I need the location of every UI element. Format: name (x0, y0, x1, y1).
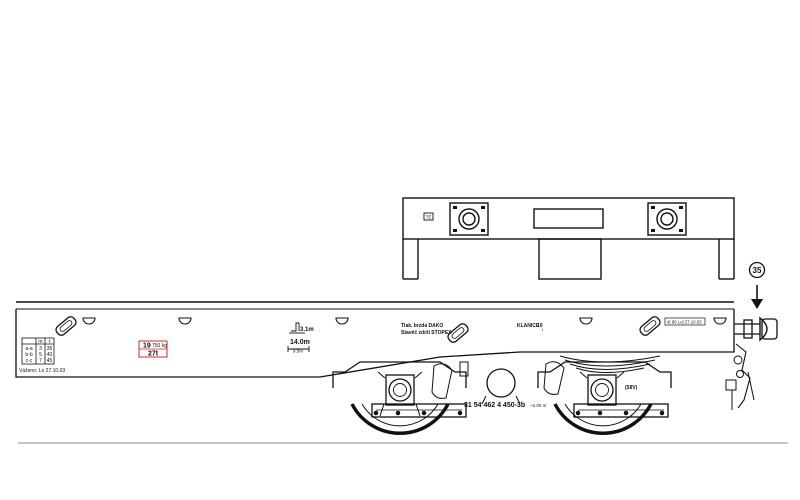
callout-circle (748, 261, 766, 279)
load-table-row: 7 (39, 358, 42, 364)
brake-cylinder (486, 368, 516, 398)
tare-weight-rest: 750 kg (152, 343, 167, 349)
load-table-row: 40 (47, 352, 53, 358)
load-table-caption: Váženo: Lo 27.10.03 (19, 368, 65, 374)
tare-weight-big: 19 (143, 343, 151, 350)
dim-sub: 9.3m (293, 349, 303, 354)
load-table-row: b-b (25, 352, 32, 358)
callout-marker (748, 261, 766, 309)
callout-arrow-head (751, 299, 763, 309)
load-table-row: 45 (47, 358, 53, 364)
buffer-head (759, 316, 768, 342)
dim-length: 14.0m (290, 339, 310, 346)
end-view-coupler-box (538, 238, 602, 280)
bogie-front (332, 361, 469, 436)
load-table-row: c-c (26, 358, 33, 364)
load-table-row: 3 (39, 346, 42, 352)
load-table-row: 35 (47, 346, 53, 352)
lashing-ring-left (55, 316, 77, 336)
lashing-ring-mid (447, 323, 469, 343)
klanice-label: KLANICE (517, 323, 540, 329)
lashing-ring-right (639, 316, 661, 336)
tare-code: 27t (148, 351, 159, 358)
bogie-side-frame-front (371, 403, 467, 418)
operator-note-line2: Stavěč zdrží STOPEX (401, 330, 452, 336)
end-view-center-plate (533, 208, 604, 229)
load-table-row: 5 (39, 352, 42, 358)
wagon-number: 31 54 462 4 450-3b (464, 402, 525, 409)
revision-box (664, 317, 706, 326)
operator-note-line1: Tlak. brzda DAKO (401, 323, 443, 329)
revision-box-text: 4| 80 Lo| 27.10.03 (667, 320, 702, 325)
dim-height: 3.1m (300, 327, 314, 333)
wheel-front-1 (350, 403, 450, 436)
bogie-rear (537, 355, 672, 436)
tare-box (138, 340, 168, 358)
leaf-spring (559, 355, 661, 373)
end-buffer-assembly (725, 316, 778, 410)
callout-number: 35 (753, 266, 762, 275)
load-table-header-m: m (38, 339, 42, 345)
klanice-value: 10 (537, 323, 543, 329)
dimension-marks (287, 322, 310, 352)
buffer-plate-left (449, 202, 489, 236)
coupling-hook (735, 343, 751, 409)
klanice-sub: t (542, 327, 544, 332)
wagon-side (15, 301, 778, 436)
load-table (21, 337, 55, 365)
end-view (402, 197, 735, 280)
end-view-frame (402, 197, 735, 240)
wheel-rear-1 (553, 403, 653, 436)
stake-pockets (82, 317, 727, 325)
buffer-plate-right (647, 202, 687, 236)
bogie-side-frame-rear (573, 403, 669, 418)
underframe-outline (15, 309, 735, 378)
load-table-header-t: t (49, 339, 51, 345)
end-view-badge-box (423, 212, 434, 221)
bogie-tag: (58V) (625, 385, 638, 391)
end-view-badge: TE (426, 215, 432, 220)
wagon-number-suffix: ~2.00 m (530, 403, 547, 408)
load-table-row: a-a (25, 346, 32, 352)
